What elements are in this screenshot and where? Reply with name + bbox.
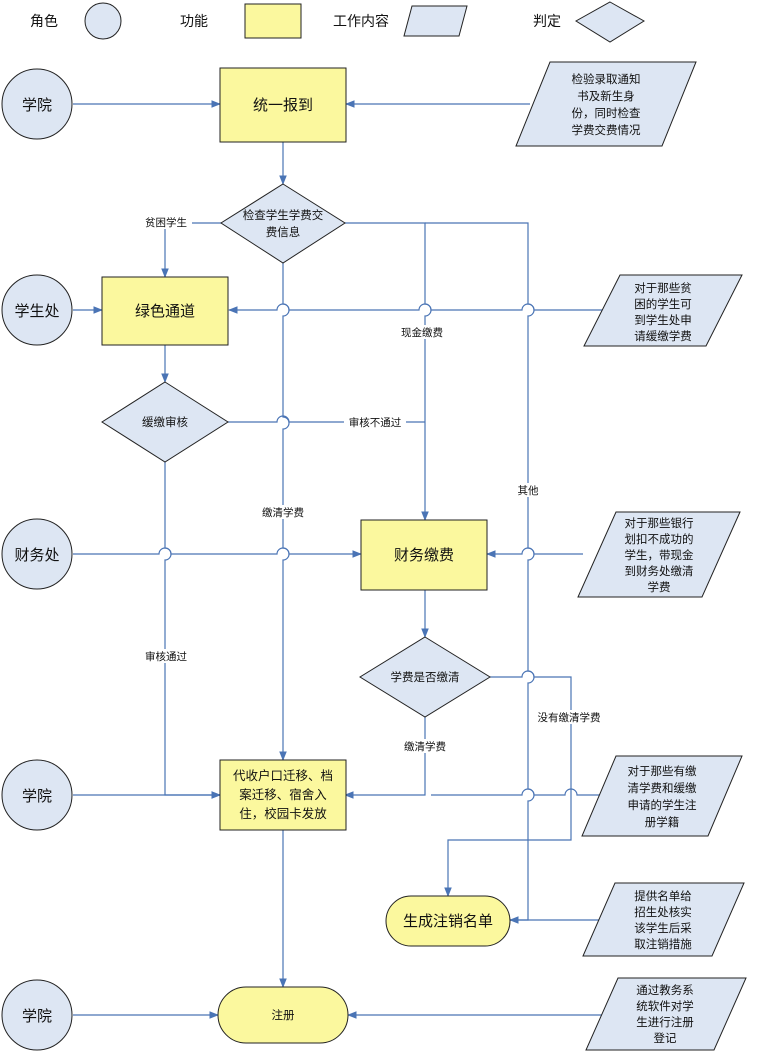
- function-green-channel: 绿色通道: [101, 276, 229, 346]
- legend-role-label: 角色: [30, 13, 58, 30]
- work-label: 到财务处缴清: [625, 564, 694, 578]
- role-finance-office: 财务处: [1, 518, 73, 590]
- work-label: 该学生后采: [634, 921, 692, 935]
- decision-check-fee: 检查学生学费交 费信息: [220, 183, 346, 264]
- function-label: 统一报到: [253, 96, 313, 114]
- role-label: 学院: [22, 1007, 52, 1025]
- work-label: 请缓缴学费: [634, 329, 692, 343]
- function-label: 财务缴费: [394, 546, 454, 564]
- work-content-5: 提供名单给 招生处核实 该学生后采 取注销措施: [582, 882, 745, 957]
- function-label: 住，校园卡发放: [239, 806, 327, 821]
- decision-label: 学费是否缴清: [391, 670, 460, 684]
- edge-label-cleared: 缴清学费: [262, 506, 304, 519]
- work-content-3: 对于那些银行 划扣不成功的 学生，带现金 到财务处缴清 学费: [577, 511, 741, 598]
- work-label: 份，同时检查: [572, 106, 641, 120]
- edge-label-cash: 现金缴费: [401, 326, 443, 339]
- legend-role-shape: [84, 2, 122, 40]
- function-label: 案迁移、宿舍入: [239, 787, 327, 802]
- work-label: 对于那些有缴: [628, 764, 697, 778]
- decision-label: 费信息: [266, 225, 301, 239]
- work-label: 划扣不成功的: [625, 532, 694, 546]
- function-register-arrival: 统一报到: [219, 67, 347, 143]
- work-content-4: 对于那些有缴 清学费和缓缴 申请的学生注 册学籍: [581, 755, 743, 837]
- edge-label-review-pass: 审核通过: [145, 650, 187, 663]
- work-content-2: 对于那些贫 困的学生可 到学生处申 请缓缴学费: [583, 274, 743, 347]
- function-label: 生成注销名单: [403, 912, 493, 930]
- edge-label-not-cleared: 没有缴清学费: [538, 711, 601, 724]
- work-label: 生进行注册: [636, 1015, 694, 1029]
- function-label: 绿色通道: [135, 302, 195, 320]
- function-enroll: 注册: [217, 986, 349, 1044]
- work-label: 申请的学生注: [628, 798, 697, 812]
- legend-work-label: 工作内容: [333, 13, 389, 30]
- work-content-1: 检验录取通知 书及新生身 份，同时检查 学费交费情况: [515, 61, 697, 147]
- work-content-6: 通过教务系 统软件对学 生进行注册 登记: [585, 977, 747, 1051]
- legend: 角色 功能 工作内容 判定: [30, 1, 645, 43]
- work-label: 困的学生可: [634, 297, 692, 311]
- work-label: 清学费和缓缴: [628, 781, 697, 795]
- work-label: 招生处核实: [634, 905, 692, 919]
- function-label: 注册: [272, 1008, 295, 1022]
- function-agency-services: 代收户口迁移、档 案迁移、宿舍入 住，校园卡发放: [219, 759, 347, 831]
- edge-label-review-fail: 审核不通过: [349, 416, 402, 429]
- legend-function-shape: [244, 3, 302, 39]
- role-label: 学生处: [14, 302, 59, 320]
- role-college-1: 学院: [1, 68, 73, 140]
- work-label: 统软件对学: [636, 999, 694, 1013]
- role-college-3: 学院: [1, 979, 73, 1051]
- work-label: 检验录取通知: [572, 72, 641, 86]
- legend-work-shape: [403, 5, 468, 37]
- work-label: 学费交费情况: [572, 123, 641, 137]
- work-label: 提供名单给: [634, 889, 692, 903]
- work-label: 学费: [648, 580, 671, 594]
- work-label: 册学籍: [645, 815, 680, 829]
- function-label: 代收户口迁移、档: [233, 768, 333, 783]
- function-cancel-list: 生成注销名单: [385, 895, 511, 947]
- work-label: 通过教务系: [636, 983, 694, 997]
- work-label: 取注销措施: [634, 937, 692, 951]
- work-label: 到学生处申: [634, 313, 692, 327]
- legend-decision-shape: [575, 1, 645, 43]
- role-student-office: 学生处: [1, 274, 73, 346]
- function-finance-pay: 财务缴费: [360, 519, 488, 591]
- work-label: 对于那些贫: [634, 281, 692, 295]
- role-label: 学院: [22, 96, 52, 114]
- edge-label-cleared-2: 缴清学费: [404, 740, 446, 753]
- work-label: 书及新生身: [577, 89, 635, 103]
- connectors: [73, 100, 608, 1019]
- role-label: 财务处: [14, 546, 59, 564]
- edge-label-poor: 贫困学生: [145, 216, 187, 229]
- legend-function-label: 功能: [180, 14, 208, 30]
- decision-defer-review: 缓缴审核: [101, 381, 229, 463]
- work-label: 学生，带现金: [625, 548, 694, 562]
- decision-label: 检查学生学费交: [243, 208, 324, 222]
- work-label: 对于那些银行: [625, 516, 694, 530]
- decision-label: 缓缴审核: [142, 415, 188, 429]
- decision-fee-cleared: 学费是否缴清: [359, 636, 491, 718]
- role-college-2: 学院: [1, 759, 73, 831]
- edge-labels: 贫困学生 现金缴费 审核不通过 缴清学费 其他 审核通过 没有缴清学费 缴清学费: [140, 215, 606, 753]
- role-label: 学院: [22, 787, 52, 805]
- edge-label-other: 其他: [518, 484, 539, 497]
- work-label: 登记: [654, 1031, 677, 1045]
- legend-decision-label: 判定: [533, 14, 561, 30]
